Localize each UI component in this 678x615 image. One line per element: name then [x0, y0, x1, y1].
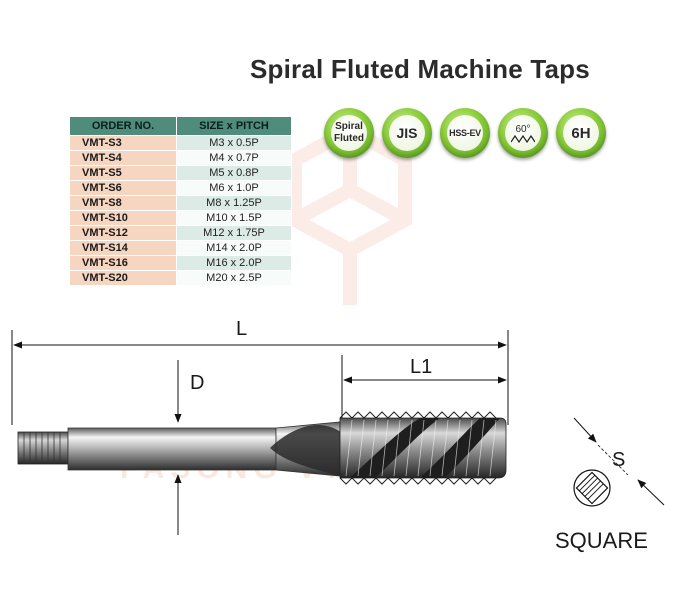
order-number-cell: VMT-S14: [69, 240, 177, 256]
size-pitch-cell: M20 x 2.5P: [176, 270, 292, 286]
badge-text: 60°: [515, 123, 531, 135]
column-header-order-no: ORDER NO.: [69, 116, 177, 136]
badge-jis: JIS: [382, 108, 432, 158]
badge-text: Fluted: [334, 133, 364, 144]
size-pitch-cell: M3 x 0.5P: [176, 135, 292, 151]
thread-length-label: L1: [410, 356, 433, 378]
size-pitch-cell: M10 x 1.5P: [176, 210, 292, 226]
badge-text: HSS-EV: [449, 128, 481, 138]
diameter-label: D: [190, 372, 205, 394]
length-label: L: [236, 318, 248, 340]
order-number-cell: VMT-S6: [69, 180, 177, 196]
order-number-cell: VMT-S5: [69, 165, 177, 181]
page-title: Spiral Fluted Machine Taps: [250, 54, 590, 84]
length-dimension: [11, 330, 509, 425]
badge-text: Spiral: [335, 121, 363, 132]
badge-text: JIS: [396, 125, 418, 141]
size-pitch-cell: M5 x 0.8P: [176, 165, 292, 181]
square-caption: SQUARE: [555, 528, 648, 553]
order-number-cell: VMT-S4: [69, 150, 177, 166]
badge-tolerance: 6H: [556, 108, 606, 158]
order-number-cell: VMT-S16: [69, 255, 177, 271]
order-number-cell: VMT-S10: [69, 210, 177, 226]
badge-text: 6H: [571, 124, 591, 142]
size-pitch-cell: M14 x 2.0P: [176, 240, 292, 256]
badge-hss-ev: HSS-EV: [440, 108, 490, 158]
size-pitch-cell: M6 x 1.0P: [176, 180, 292, 196]
order-number-cell: VMT-S8: [69, 195, 177, 211]
tap-body: [17, 411, 507, 485]
column-header-size-pitch: SIZE x PITCH: [176, 116, 292, 136]
table-header-row: ORDER NO. SIZE x PITCH: [69, 116, 292, 136]
size-pitch-cell: M12 x 1.75P: [176, 225, 292, 241]
badge-spiral-fluted: Spiral Fluted: [324, 108, 374, 158]
size-pitch-cell: M8 x 1.25P: [176, 195, 292, 211]
square-size-label: S: [612, 449, 626, 471]
size-pitch-cell: M4 x 0.7P: [176, 150, 292, 166]
badge-thread-angle: 60°: [498, 108, 548, 158]
order-number-cell: VMT-S3: [69, 135, 177, 151]
order-number-cell: VMT-S20: [69, 270, 177, 286]
square-end-view: [573, 417, 665, 507]
thread-profile-icon: [511, 134, 535, 143]
thread-length-dimension: [341, 355, 507, 425]
order-number-cell: VMT-S12: [69, 225, 177, 241]
